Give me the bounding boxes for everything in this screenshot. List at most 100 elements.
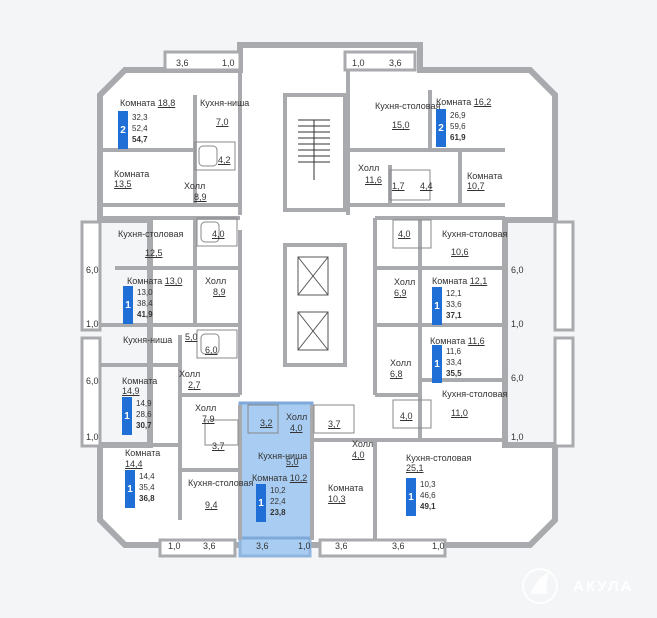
room-label: Кухня-ниша: [200, 98, 250, 108]
room-count: 1: [125, 470, 135, 508]
room-area: 11,6: [365, 175, 382, 185]
room-area: 6,0: [205, 345, 218, 355]
room-label: Холл: [195, 403, 217, 413]
room-label: Холл: [390, 358, 412, 368]
dim-bottom-36-c: 3,6: [335, 541, 348, 551]
shark-fin-icon: [522, 568, 558, 604]
room-label: Комната: [328, 483, 364, 493]
room-area: 10,7: [467, 181, 485, 191]
room-count: 1: [406, 478, 416, 516]
room-label: Холл: [286, 412, 308, 422]
room-label: Комната: [122, 376, 158, 386]
room-label: Комната: [125, 448, 161, 458]
room-area: 12,5: [145, 248, 163, 258]
room-count: 1: [432, 345, 442, 383]
balcony-bottom-left: [158, 538, 237, 558]
room-label: Комната 12,1: [432, 276, 488, 286]
room-area: 11,0: [451, 408, 468, 418]
balcony-top-left: [163, 50, 242, 72]
dim-bottom-36-a: 3,6: [203, 541, 216, 551]
room-label: Холл: [394, 277, 416, 287]
balcony-left-b: [80, 336, 102, 448]
room-area: 4,4: [420, 181, 433, 191]
room-area: 2,7: [188, 380, 201, 390]
interior-walls-right: [310, 70, 505, 540]
room-area: 14,9: [122, 386, 140, 396]
dim-right-10-a: 1,0: [511, 319, 524, 329]
room-label: Кухня-столовая: [406, 453, 472, 463]
room-area: 5,0: [286, 457, 299, 467]
room-label: Кухня-столовая: [442, 229, 508, 239]
dim-right-60-a: 6,0: [511, 265, 524, 275]
room-area: 3,2: [260, 418, 273, 428]
room-count: 1: [256, 484, 266, 522]
balcony-left-a: [80, 220, 102, 332]
room-area: 5,0: [185, 332, 198, 342]
room-area: 3,7: [212, 441, 225, 451]
dim-left-10-b: 1,0: [86, 432, 99, 442]
room-label: Комната 13,0: [127, 276, 183, 286]
room-area: 7,0: [216, 117, 229, 127]
room-area: 4,0: [290, 423, 303, 433]
room-label: Комната: [467, 171, 503, 181]
dim-top-right-36: 3,6: [389, 58, 402, 68]
dim-left-60-b: 6,0: [86, 376, 99, 386]
room-area: 4,0: [400, 411, 413, 421]
dim-right-60-b: 6,0: [511, 373, 524, 383]
room-label: Холл: [179, 369, 201, 379]
room-area: 4,0: [212, 229, 225, 239]
room-label: Холл: [184, 181, 206, 191]
room-area: 10,6: [451, 247, 469, 257]
dim-bottom-10-b: 1,0: [298, 541, 311, 551]
room-area: 4,2: [218, 155, 231, 165]
room-count: 1: [123, 286, 133, 324]
room-area: 3,7: [328, 419, 341, 429]
room-area: 15,0: [392, 120, 410, 130]
dim-top-right-10: 1,0: [352, 58, 365, 68]
dim-top-left-10: 1,0: [222, 58, 235, 68]
room-label: Комната 10,2: [252, 473, 308, 483]
room-area: 4,0: [352, 450, 365, 460]
balcony-right-b: [553, 336, 575, 448]
dim-left-10-a: 1,0: [86, 319, 99, 329]
room-label: Комната 18,8: [120, 98, 176, 108]
room-area: 4,0: [398, 229, 411, 239]
dim-bottom-36-d: 3,6: [392, 541, 405, 551]
room-area: 14,4: [125, 459, 143, 469]
room-label: Кухня-столовая: [118, 229, 184, 239]
room-count: 1: [122, 397, 132, 435]
room-area: 8,9: [194, 192, 207, 202]
room-label: Комната 16,2: [436, 97, 492, 107]
room-area: 9,4: [205, 500, 218, 510]
room-area: 13,5: [114, 179, 132, 189]
room-area: 10,3: [328, 494, 346, 504]
room-label: Кухня-ниша: [123, 335, 173, 345]
room-area: 6,8: [390, 369, 403, 379]
room-count: 1: [432, 287, 442, 325]
room-label: Кухня-столовая: [442, 389, 508, 399]
balcony-bottom-right: [318, 538, 447, 558]
room-count: 2: [118, 111, 128, 149]
room-label: Холл: [358, 163, 380, 173]
room-label: Комната: [114, 169, 150, 179]
dim-bottom-36-b: 3,6: [256, 541, 269, 551]
dim-left-60-a: 6,0: [86, 265, 99, 275]
highlighted-apartment[interactable]: [238, 401, 314, 540]
